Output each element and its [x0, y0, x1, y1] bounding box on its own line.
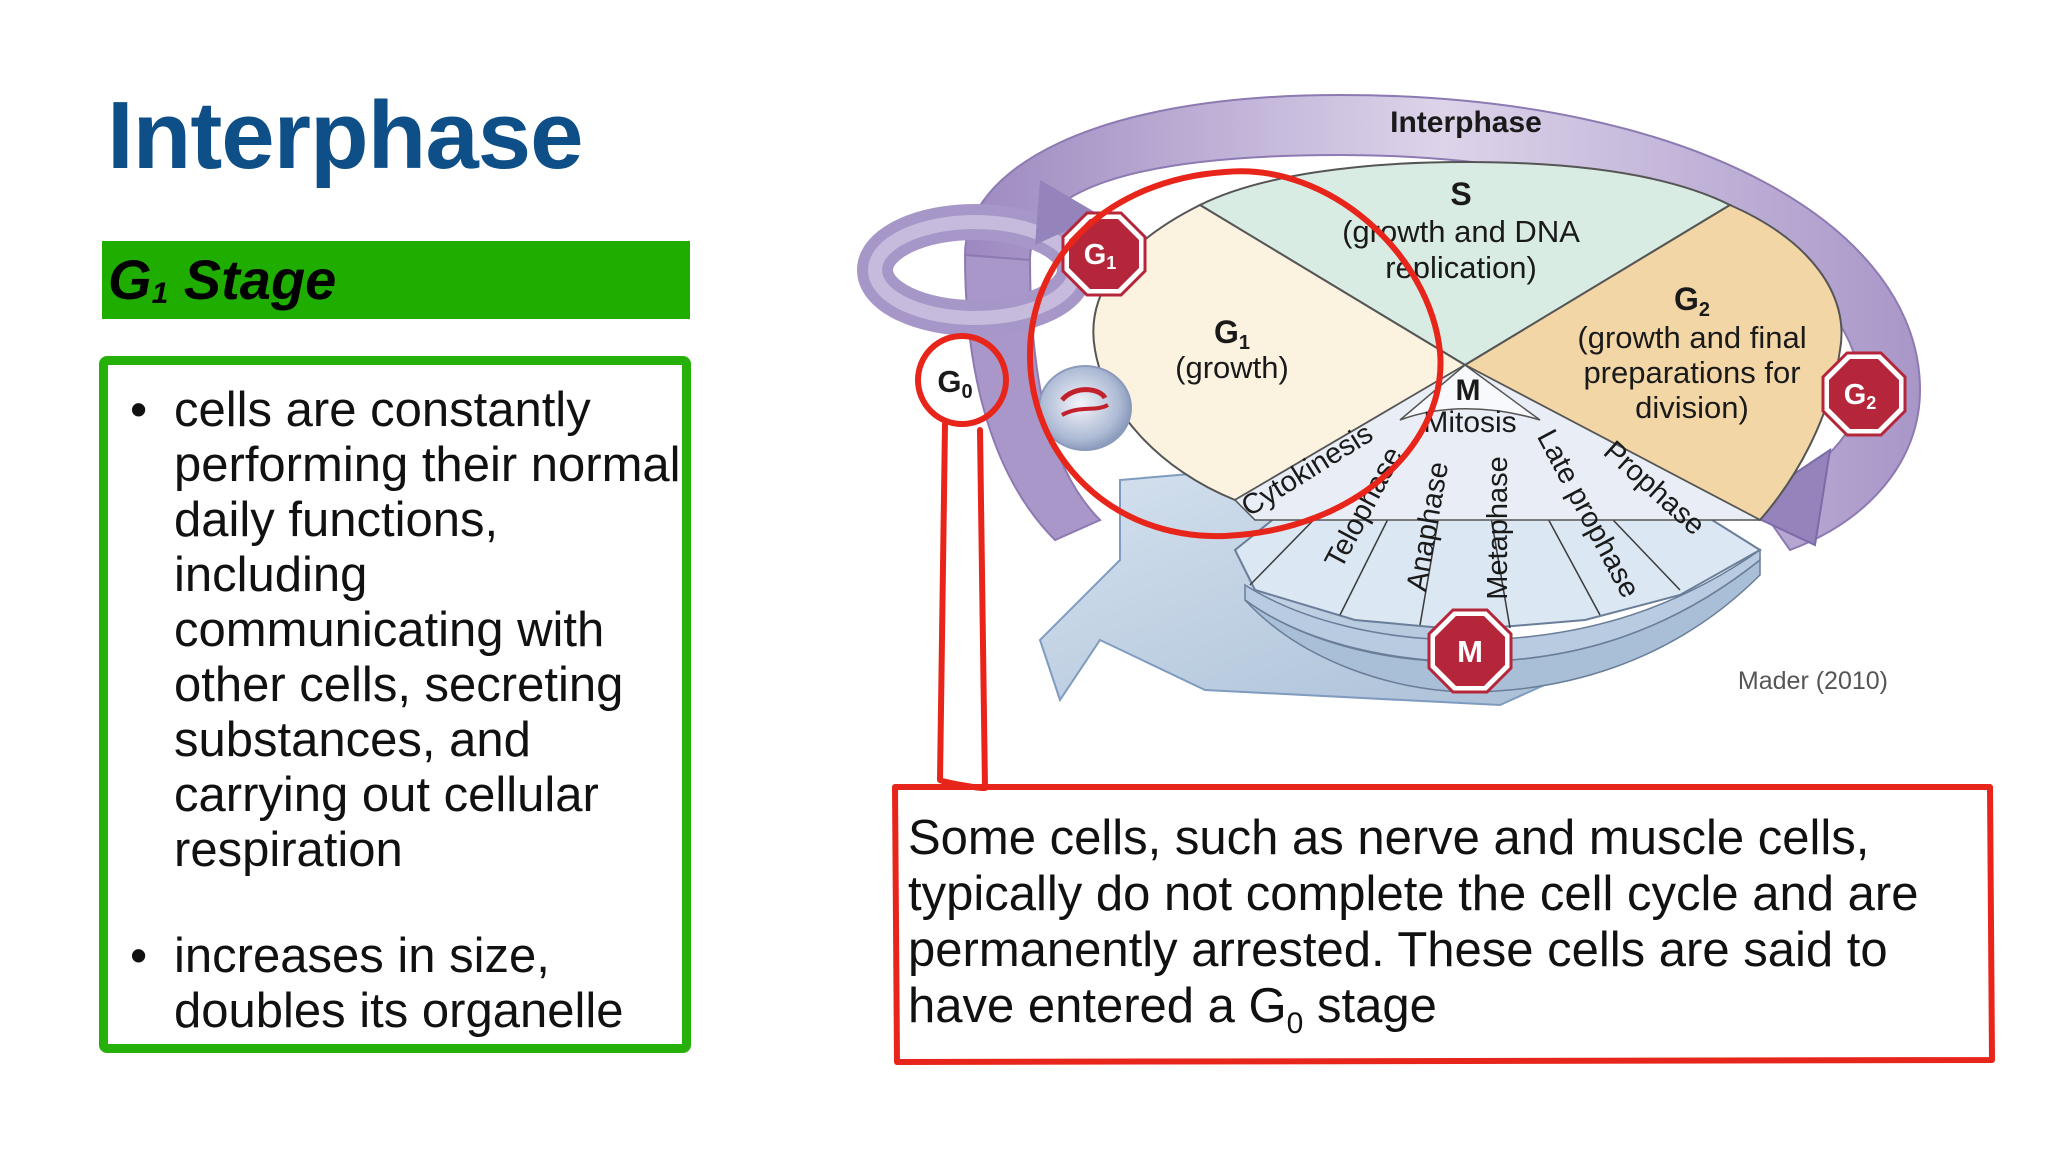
stage-banner-title: G1 Stage [108, 248, 337, 311]
g1-checkpoint-badge: G1 [1061, 211, 1147, 297]
g0-callout-connector [937, 421, 988, 791]
g0-callout-text: Some cells, such as nerve and muscle cel… [908, 811, 1919, 1040]
g2-phase-desc-line3: division) [1635, 390, 1749, 425]
m-phase-label: M [1456, 374, 1481, 407]
dividing-cell-image [1038, 365, 1132, 451]
bullet-marker: • [130, 383, 148, 437]
mitosis-arc-label: Mitosis [1423, 406, 1516, 439]
g0-highlight-circle [915, 333, 1009, 427]
red-annotation [892, 168, 1995, 1065]
phase-pie [1092, 160, 1843, 522]
g1-phase-label: G1 [1214, 314, 1250, 354]
image-credit: Mader (2010) [1738, 667, 1888, 695]
interphase-ring-label: Interphase [1390, 106, 1542, 139]
g2-phase-desc-line2: preparations for [1583, 355, 1800, 390]
m-checkpoint-badge: M [1427, 608, 1513, 694]
svg-text:M: M [1457, 634, 1483, 669]
g2-checkpoint-badge: G2 [1821, 351, 1907, 437]
g0-label: G0 [937, 364, 972, 403]
g1-highlight-circle [1027, 168, 1444, 540]
g1-description-box: • cells are constantly performing their … [99, 356, 691, 1053]
bullet-text: cells are constantly performing their no… [174, 383, 681, 877]
g2-phase-label: G2 [1674, 281, 1710, 321]
svg-text:G1: G1 [1084, 239, 1117, 273]
g1-phase-desc: (growth) [1175, 350, 1289, 385]
bullet-item: • cells are constantly performing their … [122, 383, 682, 878]
stage-banner: G1 Stage [102, 241, 690, 319]
callout-box-outline [892, 784, 1995, 1065]
s-phase-label: S [1450, 176, 1471, 212]
page-title: Interphase [107, 82, 583, 189]
svg-text:G2: G2 [1844, 379, 1877, 413]
mitosis-segment-label: Metaphase [1482, 456, 1514, 600]
g2-phase-desc-line1: (growth and final [1577, 320, 1806, 355]
bullet-item: • increases in size, doubles its organel… [122, 929, 682, 1039]
bullet-marker: • [130, 929, 148, 983]
bullet-text: increases in size, doubles its organelle [174, 929, 624, 1038]
